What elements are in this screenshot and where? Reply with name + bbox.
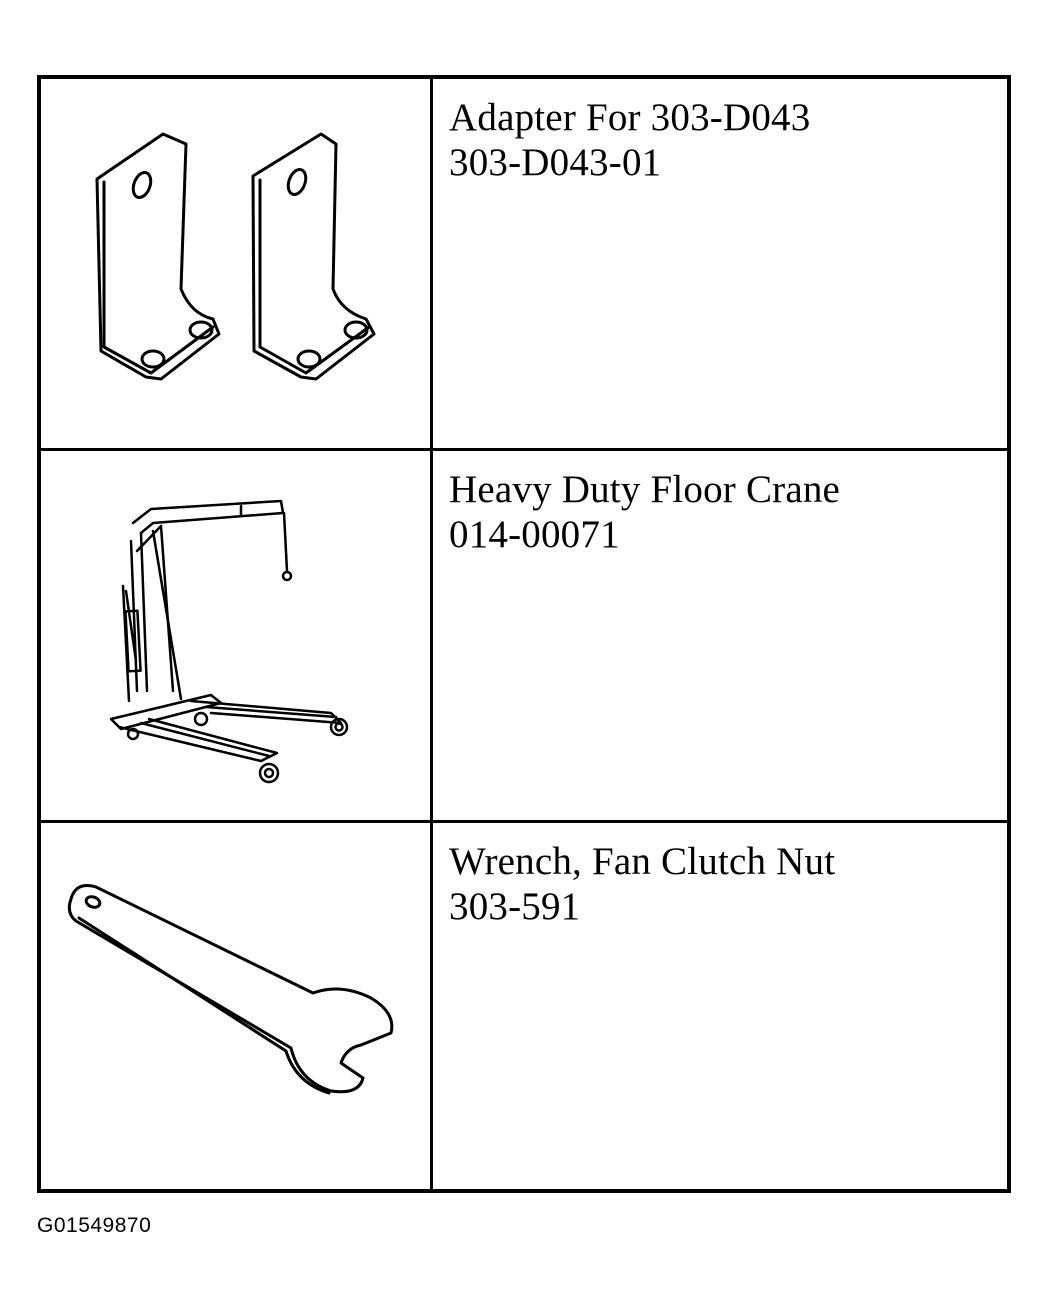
tool-illustration-cell (41, 451, 433, 823)
tool-number: 303-D043-01 (449, 141, 662, 184)
wrench-illustration (67, 884, 394, 1095)
tool-illustration-cell (41, 79, 433, 451)
tool-description-cell: Adapter For 303-D043 303-D043-01 (433, 79, 1007, 451)
tool-number: 303-591 (449, 885, 581, 928)
tool-name: Wrench, Fan Clutch Nut (449, 840, 836, 883)
tool-description-cell: Wrench, Fan Clutch Nut 303-591 (433, 823, 1007, 1189)
tool-number: 014-00071 (449, 513, 620, 556)
adapter-brackets-illustration (95, 132, 376, 381)
figure-code: G01549870 (37, 1214, 152, 1237)
tool-name: Heavy Duty Floor Crane (449, 468, 841, 511)
special-tools-table: Adapter For 303-D043 303-D043-01 (37, 75, 1011, 1193)
floor-crane-illustration (109, 499, 349, 784)
tool-name: Adapter For 303-D043 (449, 96, 811, 139)
tool-illustration-cell (41, 823, 433, 1189)
tool-description-cell: Heavy Duty Floor Crane 014-00071 (433, 451, 1007, 823)
